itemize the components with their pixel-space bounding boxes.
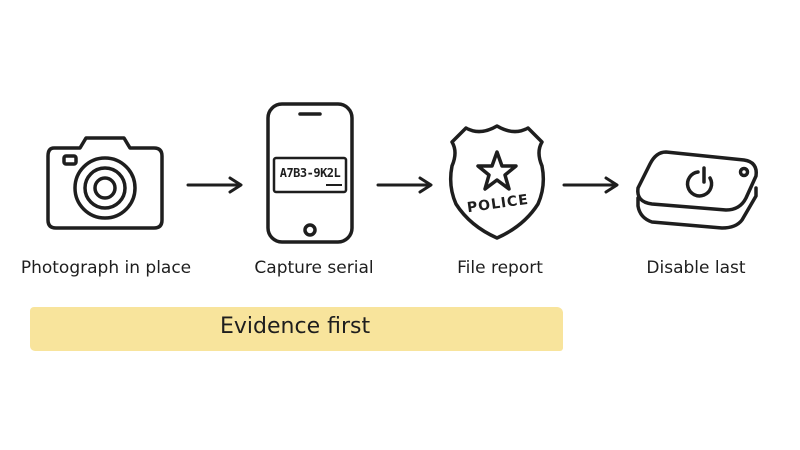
step-label-file-report: File report (457, 258, 543, 278)
step-label-photograph: Photograph in place (20, 258, 192, 278)
step-label-disable-last: Disable last (646, 258, 746, 278)
step-label-capture-serial: Capture serial (254, 258, 374, 278)
police-badge-icon (448, 124, 546, 240)
arrow-right-icon (376, 176, 433, 194)
arrow-right-icon (186, 176, 243, 194)
tracker-device-icon (636, 150, 758, 230)
evidence-first-banner (30, 307, 563, 351)
phone-icon (266, 102, 354, 244)
arrow-right-icon (562, 176, 619, 194)
serial-underline (326, 184, 342, 186)
serial-number-text: A7B3-9K2L (279, 166, 341, 180)
camera-icon (46, 136, 164, 230)
evidence-first-label: Evidence first (220, 314, 371, 339)
